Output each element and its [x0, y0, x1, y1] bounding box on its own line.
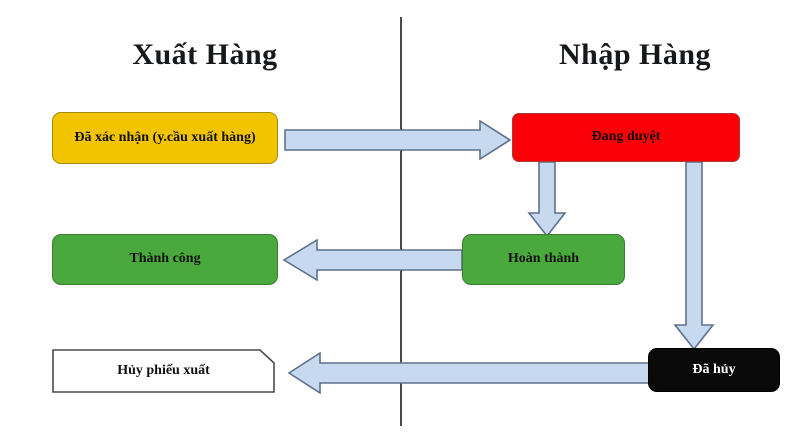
- arrow-approving-to-cancelled: [673, 161, 715, 351]
- node-confirmed-export-request[interactable]: Đã xác nhận (y.cầu xuất hàng): [52, 112, 278, 164]
- swimlane-divider: [400, 17, 402, 426]
- node-success[interactable]: Thành công: [52, 234, 278, 285]
- arrow-cancelled-to-cancel-slip: [288, 352, 650, 394]
- arrow-approving-to-completed: [527, 161, 567, 237]
- column-title-import: Nhập Hàng: [558, 38, 712, 71]
- node-success-label: Thành công: [129, 251, 201, 267]
- node-completed-label: Hoàn thành: [507, 251, 580, 267]
- folded-corner-shape: [52, 349, 275, 393]
- column-title-export: Xuất Hàng: [132, 38, 278, 71]
- arrow-confirmed-to-approving: [284, 120, 512, 160]
- node-cancel-export-slip-label: Hủy phiếu xuất: [117, 362, 210, 378]
- node-approving[interactable]: Đang duyệt: [512, 113, 740, 162]
- node-completed[interactable]: Hoàn thành: [462, 234, 625, 285]
- node-confirmed-label: Đã xác nhận (y.cầu xuất hàng): [74, 129, 256, 145]
- node-cancelled[interactable]: Đã hủy: [648, 348, 780, 392]
- node-cancel-export-slip[interactable]: Hủy phiếu xuất: [52, 349, 275, 393]
- arrow-completed-to-success: [283, 238, 463, 282]
- node-approving-label: Đang duyệt: [591, 129, 661, 145]
- node-cancelled-label: Đã hủy: [692, 361, 736, 377]
